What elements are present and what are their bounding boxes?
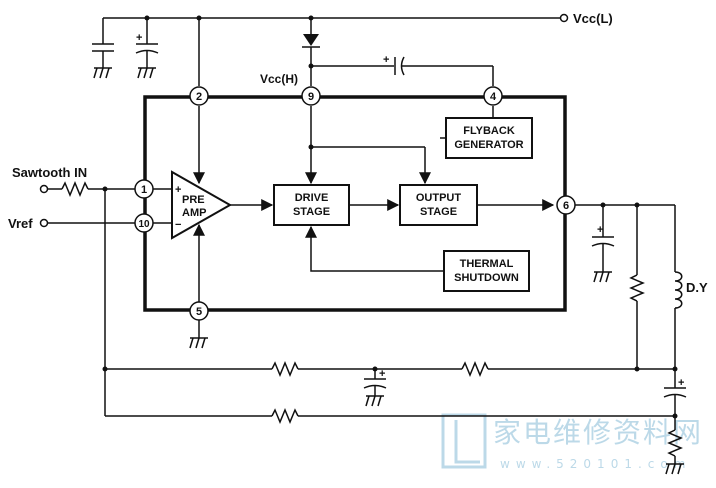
watermark: 家电维修资料网 www.520101.com (441, 413, 703, 471)
pin-2-label: 2 (196, 91, 202, 103)
sawtooth-input (39, 181, 135, 197)
thermal-label-2: SHUTDOWN (454, 272, 519, 284)
preamp-label-2: AMP (182, 207, 206, 219)
vref-terminal (39, 218, 49, 228)
polarity-plus: + (678, 377, 684, 389)
feedback-row-1 (105, 361, 678, 377)
vcc-low-terminal (559, 13, 569, 23)
pin-1-label: 1 (141, 184, 147, 196)
thermal-label-1: THERMAL (460, 258, 514, 270)
output-label-1: OUTPUT (416, 192, 462, 204)
flyback-label-2: GENERATOR (454, 139, 523, 151)
vcc-low-rail (103, 13, 569, 23)
ground-symbol (665, 463, 684, 475)
resistor-damping (629, 205, 645, 369)
ground-symbol (365, 395, 384, 407)
flyback-label-1: FLYBACK (463, 125, 515, 137)
output-stage-block: OUTPUT STAGE (399, 184, 478, 226)
ground-symbol (93, 67, 112, 79)
preamp: PRE AMP + − (171, 170, 233, 240)
capacitor-c2: + (135, 18, 159, 68)
deflection-yoke-coil (674, 205, 683, 388)
resistor-sense (667, 429, 683, 464)
flyback-generator-block: FLYBACK GENERATOR (445, 117, 533, 159)
ground-symbol (189, 337, 208, 349)
pin-2: 2 (189, 86, 209, 106)
pin-9-label: 9 (308, 91, 314, 103)
vref-input (39, 218, 135, 228)
pin-10: 10 (134, 213, 154, 233)
pin-4: 4 (483, 86, 503, 106)
ground-symbol (593, 271, 612, 283)
dy-label: D.Y (686, 280, 708, 295)
pin-6-label: 6 (563, 200, 569, 212)
ground-symbol (137, 67, 156, 79)
polarity-plus: + (597, 224, 603, 236)
capacitor-output: + (591, 205, 615, 272)
watermark-cn-text: 家电维修资料网 (493, 416, 703, 449)
watermark-logo (441, 413, 487, 469)
drive-label-1: DRIVE (295, 192, 329, 204)
capacitor-bootstrap: + (311, 54, 494, 86)
polarity-plus: + (136, 32, 142, 44)
polarity-plus: + (379, 368, 385, 380)
output-label-2: STAGE (420, 206, 457, 218)
thermal-shutdown-block: THERMAL SHUTDOWN (443, 250, 530, 292)
preamp-minus: − (175, 219, 181, 231)
vcc-low-label: Vcc(L) (573, 11, 613, 26)
vref-label: Vref (8, 216, 33, 231)
drive-stage-block: DRIVE STAGE (273, 184, 350, 226)
pin-1: 1 (134, 179, 154, 199)
preamp-label-1: PRE (182, 194, 205, 206)
vcc-high-label: Vcc(H) (260, 72, 298, 86)
drive-label-2: STAGE (293, 206, 330, 218)
pin-6: 6 (556, 195, 576, 215)
capacitor-coupling: + (663, 377, 687, 430)
feedback-row-2 (105, 408, 675, 424)
sawtooth-terminal (39, 184, 49, 194)
pin-10-label: 10 (138, 219, 150, 230)
wire-thermal-drive (305, 225, 444, 272)
capacitor-feedback: + (363, 368, 387, 396)
pin-5: 5 (189, 301, 209, 321)
polarity-plus: + (383, 54, 389, 66)
preamp-plus: + (175, 184, 181, 196)
pin-9: 9 (301, 86, 321, 106)
capacitor-c1 (92, 18, 114, 68)
pin-5-label: 5 (196, 306, 202, 318)
diode (302, 18, 320, 86)
sawtooth-label: Sawtooth IN (12, 165, 87, 180)
watermark-url-text: www.520101.com (500, 457, 691, 471)
pin-4-label: 4 (490, 91, 497, 103)
